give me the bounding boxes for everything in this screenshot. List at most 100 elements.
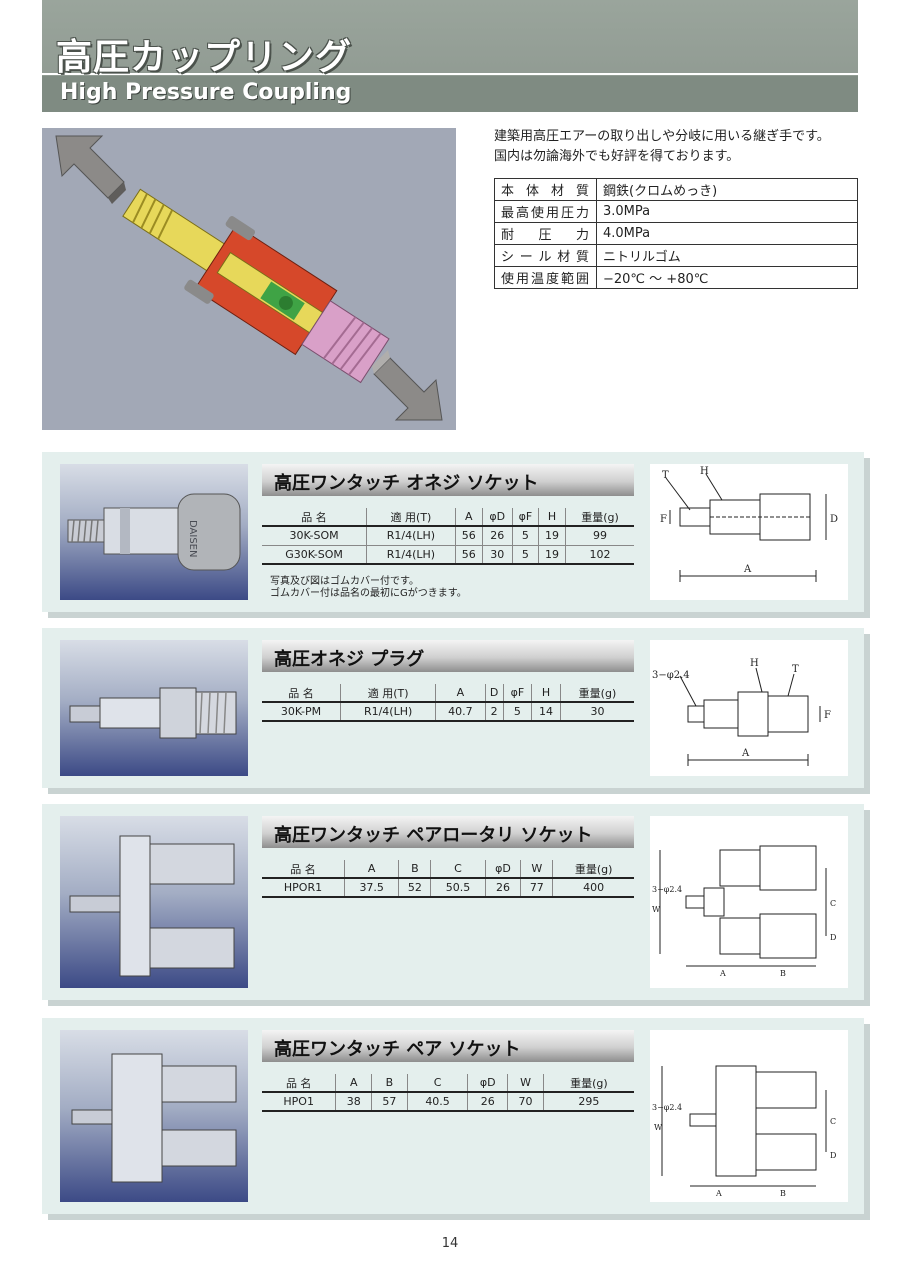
cell: 5 — [511, 545, 539, 565]
dim-label-a: A — [743, 564, 752, 575]
dim-label-a: A — [715, 1189, 722, 1198]
dim-label-t: T — [792, 664, 799, 675]
dim-label-hole: 3−φ2.4 — [652, 670, 690, 681]
product-photo — [60, 1030, 248, 1202]
product-photo — [60, 640, 248, 776]
col-header: D — [484, 684, 504, 703]
dim-label-hole: 3−φ2.4 — [652, 1103, 682, 1112]
note-line: 写真及び図はゴムカバー付です。 — [270, 576, 419, 587]
table-row: HPO1 38 57 40.5 26 70 295 — [262, 1092, 634, 1112]
col-header: 品 名 — [262, 508, 367, 527]
intro-text: 建築用高圧エアーの取り出しや分岐に用いる継ぎ手です。 国内は勿論海外でも好評を得… — [494, 127, 874, 167]
cell: 14 — [530, 702, 561, 722]
cell: 400 — [552, 878, 634, 898]
cell: G30K-SOM — [262, 545, 367, 565]
cell: 99 — [564, 526, 634, 546]
cell: 37.5 — [344, 878, 399, 898]
spec-key: 使用温度範囲 — [494, 266, 597, 289]
col-header: C — [430, 860, 486, 879]
col-header: A — [344, 860, 399, 879]
cell: 30 — [559, 702, 634, 722]
product-title-bar: 高圧ワンタッチ オネジ ソケット — [262, 464, 634, 496]
spec-row: 本体材質鋼鉄(クロムめっき) — [494, 178, 858, 201]
col-header: W — [507, 1074, 544, 1093]
product-photo: DAISEN — [60, 464, 248, 600]
col-header: A — [435, 684, 485, 703]
product-note: 写真及び図はゴムカバー付です。 ゴムカバー付は品名の最初にGがつきます。 — [270, 576, 467, 600]
dim-label-h: H — [700, 466, 709, 477]
cell: 5 — [511, 526, 539, 546]
product-title: 高圧オネジ プラグ — [274, 649, 425, 670]
technical-drawing: 3−φ2.4 A B C D W — [650, 1030, 848, 1202]
col-header: 重量(g) — [559, 684, 634, 703]
cell: 70 — [507, 1092, 544, 1112]
cell: R1/4(LH) — [339, 702, 436, 722]
table-row: 30K-SOM R1/4(LH) 56 26 5 19 99 — [262, 526, 634, 546]
cell: 30 — [481, 545, 513, 565]
col-header: 重量(g) — [564, 508, 634, 527]
arrow-down-right-icon — [372, 350, 443, 421]
col-header: B — [398, 860, 431, 879]
col-header: 適 用(T) — [366, 508, 456, 527]
cell: 38 — [335, 1092, 372, 1112]
arrow-up-left-icon — [55, 135, 126, 204]
col-header: φD — [481, 508, 513, 527]
spec-key: 本体材質 — [494, 178, 597, 201]
page-subtitle: High Pressure Coupling — [60, 80, 352, 105]
product-panel-plug-male: 高圧オネジ プラグ 品 名 適 用(T) A D φF H 重量(g) 30K-… — [42, 628, 870, 794]
product-photo — [60, 816, 248, 988]
col-header: φD — [467, 1074, 508, 1093]
hero-cutaway-image — [42, 128, 456, 430]
product-table: 品 名 A B C φD W 重量(g) HPOR1 37.5 52 50.5 … — [262, 860, 634, 898]
col-header: W — [520, 860, 553, 879]
product-title-bar: 高圧ワンタッチ ペアロータリ ソケット — [262, 816, 634, 848]
intro-line-2: 国内は勿論海外でも好評を得ております。 — [494, 149, 740, 164]
dim-label-h: H — [750, 658, 759, 669]
col-header: 重量(g) — [552, 860, 634, 879]
cell: HPOR1 — [262, 878, 345, 898]
dim-label-t: T — [662, 470, 669, 481]
product-table: 品 名 適 用(T) A φD φF H 重量(g) 30K-SOM R1/4(… — [262, 508, 634, 565]
col-header: 品 名 — [262, 860, 345, 879]
table-row: HPOR1 37.5 52 50.5 26 77 400 — [262, 878, 634, 898]
spec-row: 使用温度範囲−20℃ 〜 +80℃ — [494, 266, 858, 289]
dim-label-w: W — [654, 1123, 663, 1132]
product-panel-socket-male: DAISEN 高圧ワンタッチ オネジ ソケット 品 名 適 用(T) A φD … — [42, 452, 870, 618]
product-title: 高圧ワンタッチ オネジ ソケット — [274, 473, 539, 494]
product-title-bar: 高圧オネジ プラグ — [262, 640, 634, 672]
cell: HPO1 — [262, 1092, 336, 1112]
col-header: φD — [484, 860, 521, 879]
dim-label-w: W — [652, 905, 661, 914]
dim-label-f: F — [660, 514, 667, 525]
product-table: 品 名 適 用(T) A D φF H 重量(g) 30K-PM R1/4(LH… — [262, 684, 634, 722]
dim-label-f: F — [824, 710, 831, 721]
header-divider — [42, 73, 858, 75]
cell: 26 — [481, 526, 513, 546]
spec-value: 4.0MPa — [596, 222, 858, 245]
product-title: 高圧ワンタッチ ペアロータリ ソケット — [274, 825, 593, 846]
dim-label-d: D — [830, 933, 836, 942]
technical-drawing: 3−φ2.4 H T F A — [650, 640, 848, 776]
cell: 40.7 — [435, 702, 485, 722]
technical-drawing: 3−φ2.4 A B C D W — [650, 816, 848, 988]
page-title: 高圧カップリング — [56, 37, 353, 78]
product-panel-pair-socket: 高圧ワンタッチ ペア ソケット 品 名 A B C φD W 重量(g) HPO… — [42, 1018, 870, 1220]
col-header: φF — [502, 684, 532, 703]
cell: 30K-SOM — [262, 526, 367, 546]
cell: 19 — [538, 545, 566, 565]
dim-label-c: C — [830, 1117, 836, 1126]
spec-value: 3.0MPa — [596, 200, 858, 223]
cell: 26 — [484, 878, 521, 898]
dim-label-d: D — [830, 514, 838, 525]
spec-value: −20℃ 〜 +80℃ — [596, 266, 858, 289]
spec-value: 鋼鉄(クロムめっき) — [596, 178, 858, 201]
col-header: 適 用(T) — [339, 684, 436, 703]
technical-drawing: T H F D A — [650, 464, 848, 600]
cell: 56 — [454, 545, 483, 565]
cell: 102 — [564, 545, 634, 565]
dim-label-d: D — [830, 1151, 836, 1160]
header-subtitle-band — [42, 76, 858, 112]
col-header: C — [406, 1074, 468, 1093]
